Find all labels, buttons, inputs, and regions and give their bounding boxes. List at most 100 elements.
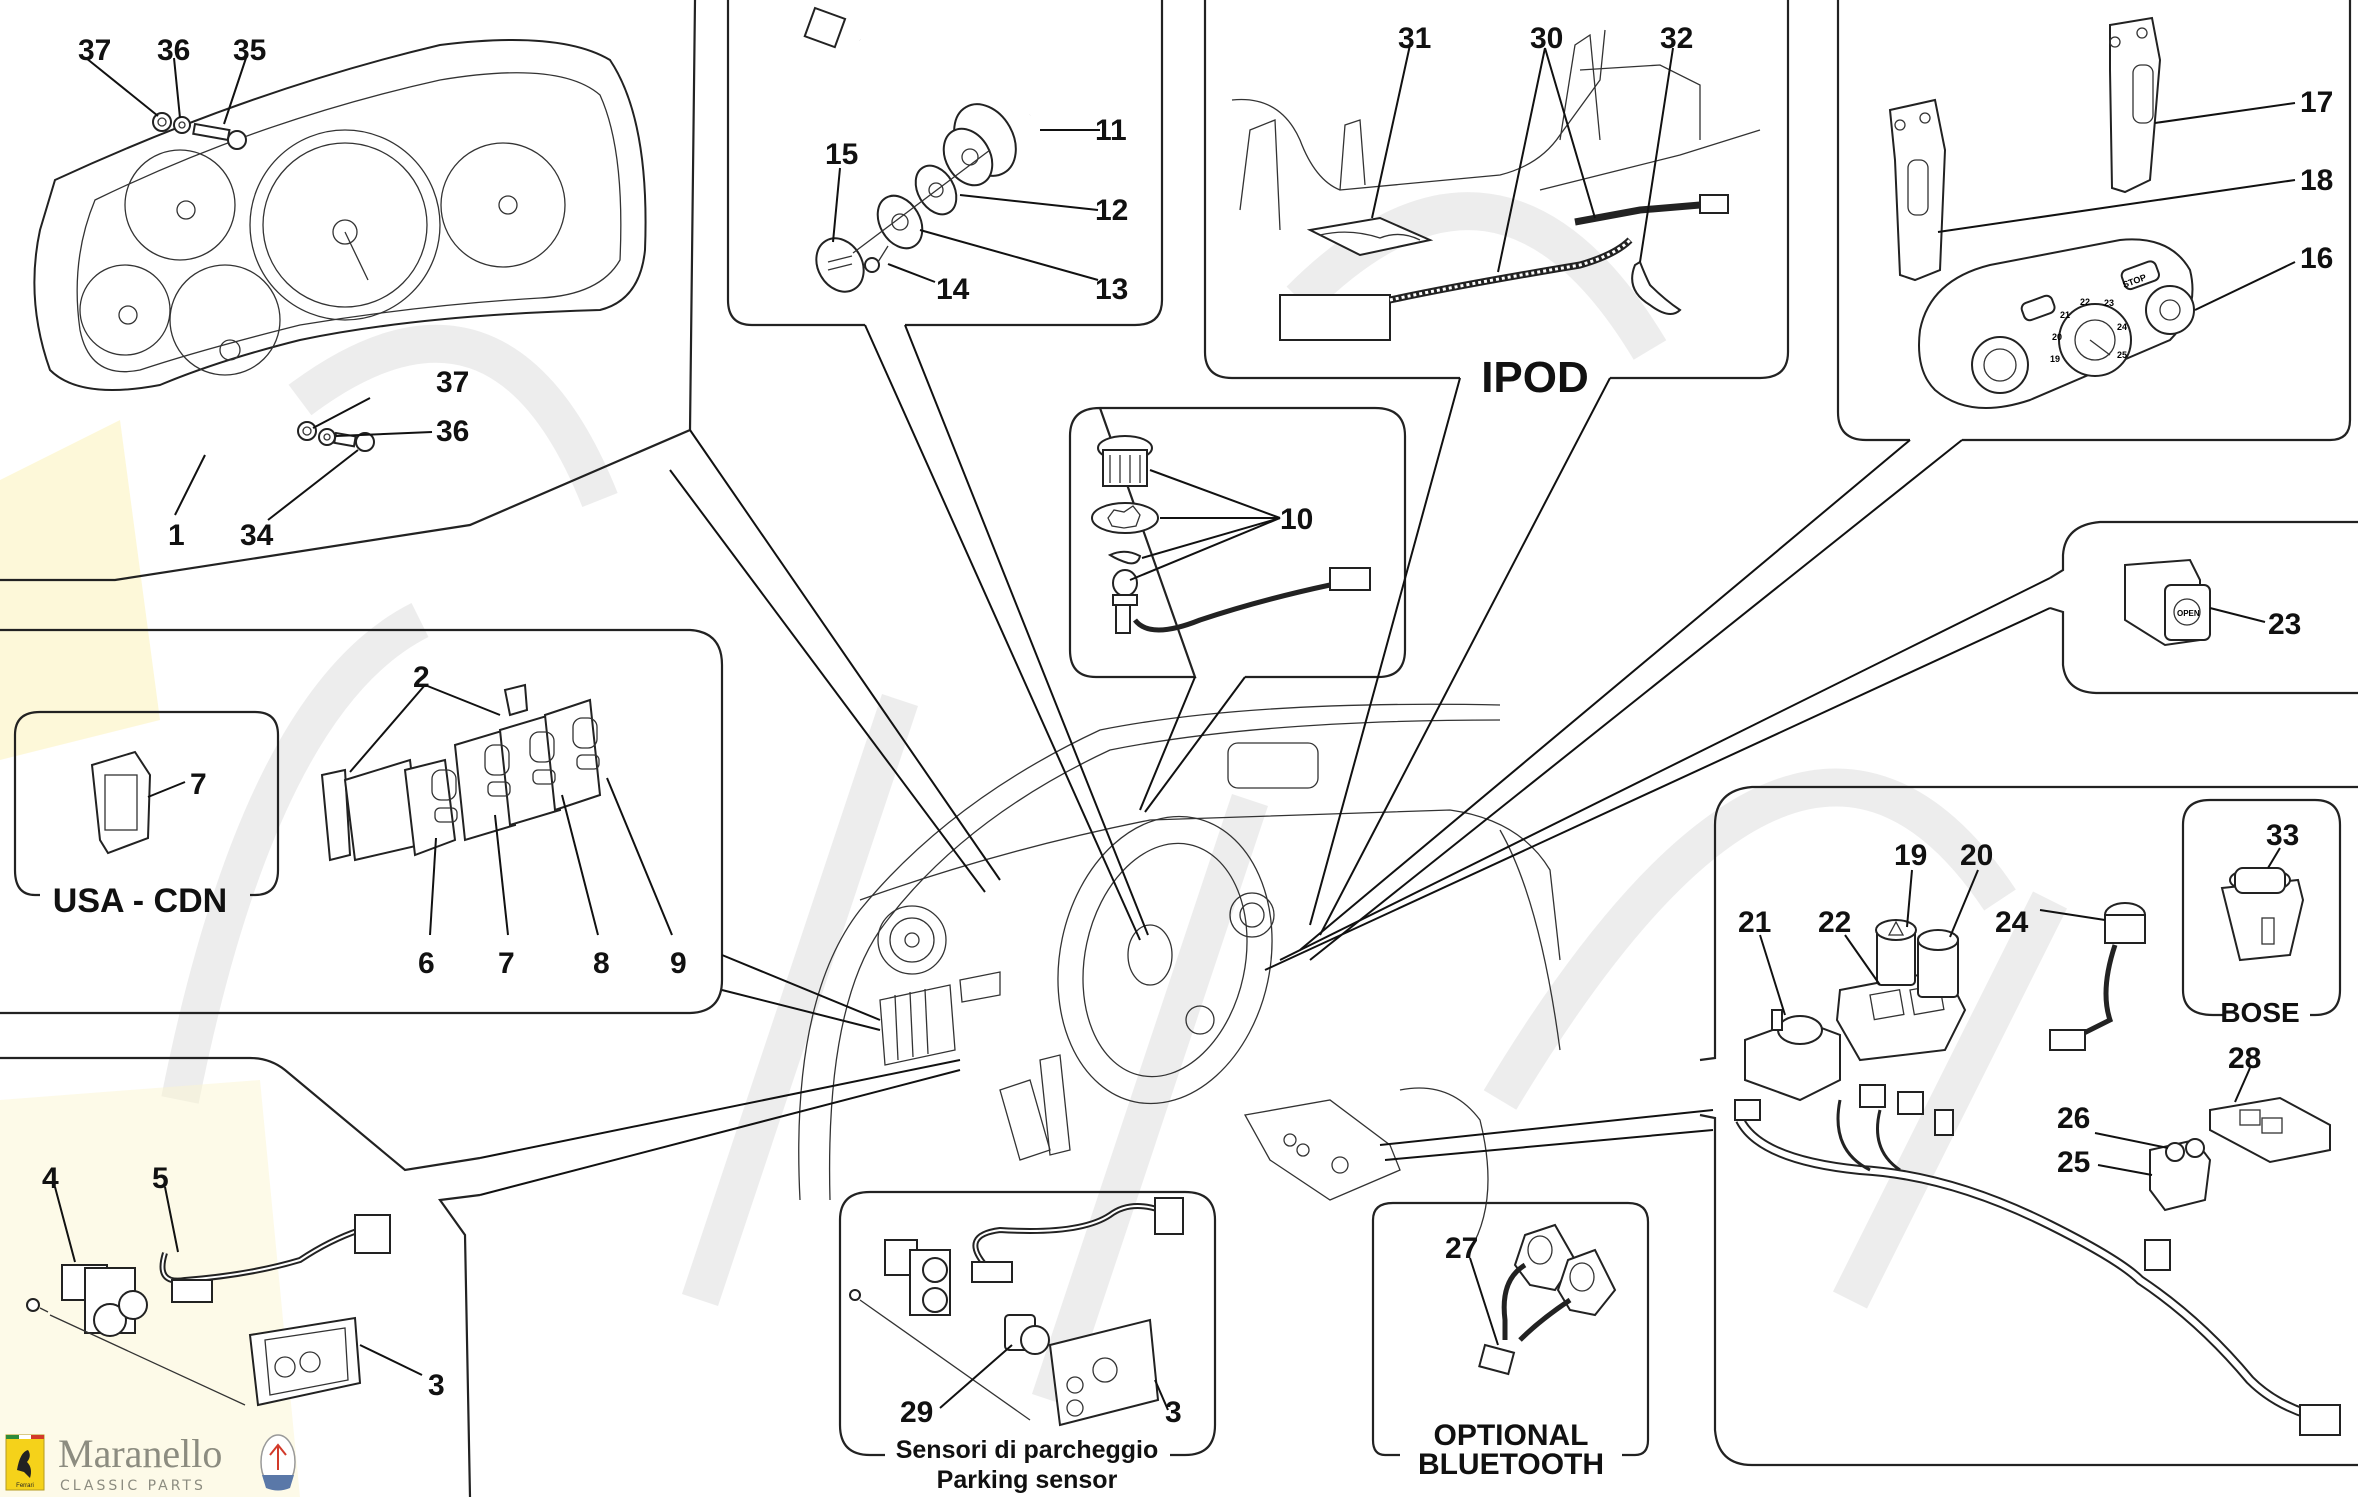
callout-29[interactable]: 29 xyxy=(900,1396,933,1429)
panel-hvac: STOP 22 21 23 24 25 20 19 17 18 16 xyxy=(1836,0,2352,442)
callout-4[interactable]: 4 xyxy=(42,1162,59,1195)
usa-cdn-switch-part-7[interactable] xyxy=(90,750,152,855)
dash-frame-illustration xyxy=(1231,29,1761,231)
ignition-switch-part[interactable] xyxy=(803,6,1067,194)
parking-bezel-part-3[interactable] xyxy=(1048,1318,1160,1427)
ipod-pad-part-31[interactable] xyxy=(1306,216,1434,257)
callout-17[interactable]: 17 xyxy=(2300,86,2333,119)
lamp-bulb-part[interactable] xyxy=(1112,567,1371,634)
panel-parking-sensor-center: 29 3 Sensori di parcheggio Parking senso… xyxy=(838,1190,1217,1494)
callout-27[interactable]: 27 xyxy=(1445,1232,1478,1265)
brand-name: Maranello xyxy=(58,1431,222,1476)
callout-34[interactable]: 34 xyxy=(240,519,274,552)
lamp-clip-part[interactable] xyxy=(1107,550,1142,565)
callout-16[interactable]: 16 xyxy=(2300,242,2333,275)
callout-3-center[interactable]: 3 xyxy=(1165,1396,1182,1429)
mirror-switch-part-21[interactable] xyxy=(1744,1009,1841,1102)
callout-7-usa-cdn[interactable]: 7 xyxy=(190,768,207,801)
switch-part-25-26[interactable] xyxy=(2149,1138,2212,1212)
callout-33[interactable]: 33 xyxy=(2266,819,2299,852)
brand-logo: Ferrari Maranello CLASSIC PARTS xyxy=(5,1431,296,1494)
callout-25[interactable]: 25 xyxy=(2057,1146,2090,1179)
wiring-harness xyxy=(1734,1084,2341,1436)
leader-lines xyxy=(479,324,2051,1196)
ferrari-badge-text: Ferrari xyxy=(16,1483,34,1489)
sensor-harness-part-5[interactable] xyxy=(159,1214,391,1303)
caption-parking-italian: Sensori di parcheggio xyxy=(896,1436,1159,1464)
callout-35[interactable]: 35 xyxy=(233,34,266,67)
caption-bose: BOSE xyxy=(2220,997,2299,1028)
sensor-module-part-4[interactable] xyxy=(61,1264,148,1337)
cap-part-15[interactable] xyxy=(807,230,873,300)
ipod-cable-part-30[interactable] xyxy=(1279,194,1729,341)
panel-ignition-switch: 11 12 13 14 15 xyxy=(726,0,1164,327)
callout-36-upper[interactable]: 36 xyxy=(157,34,190,67)
lamp-washer-part[interactable] xyxy=(1091,502,1159,534)
callout-9[interactable]: 9 xyxy=(670,947,687,980)
ipod-clip-part-32[interactable] xyxy=(1631,260,1682,315)
switch-part-18[interactable] xyxy=(1888,98,1947,282)
callout-14[interactable]: 14 xyxy=(936,273,970,306)
parking-module-part[interactable] xyxy=(849,1239,951,1316)
callout-5[interactable]: 5 xyxy=(152,1162,169,1195)
callout-6[interactable]: 6 xyxy=(418,947,435,980)
switch-part-17[interactable] xyxy=(2109,16,2162,194)
hvac-control-part-16[interactable]: STOP 22 21 23 24 25 20 19 xyxy=(1918,238,2195,409)
callout-28[interactable]: 28 xyxy=(2228,1042,2261,1075)
callout-20[interactable]: 20 xyxy=(1960,839,1993,872)
hvac-temp-20: 20 xyxy=(2052,332,2062,342)
light-switch-part-20[interactable] xyxy=(1917,929,1959,998)
brand-tagline: CLASSIC PARTS xyxy=(60,1478,206,1494)
callout-1[interactable]: 1 xyxy=(168,519,185,552)
open-switch-part-23[interactable]: OPEN xyxy=(2124,558,2211,647)
callout-23[interactable]: 23 xyxy=(2268,608,2301,641)
switch-bank-part-2[interactable] xyxy=(320,683,602,862)
dashboard-illustration xyxy=(798,703,1561,1251)
sensor-screw xyxy=(26,1298,49,1313)
callout-11[interactable]: 11 xyxy=(1095,114,1127,147)
screw-stack-lower xyxy=(297,421,375,452)
parking-sensor-part-29[interactable] xyxy=(1004,1314,1050,1355)
callout-32[interactable]: 32 xyxy=(1660,22,1693,55)
open-switch-label: OPEN xyxy=(2177,609,2200,618)
hvac-temp-24: 24 xyxy=(2117,322,2127,332)
callout-7[interactable]: 7 xyxy=(498,947,515,980)
callout-15[interactable]: 15 xyxy=(825,138,858,171)
hvac-temp-25: 25 xyxy=(2117,350,2127,360)
hazard-switch-part-19[interactable] xyxy=(1875,919,1917,986)
parking-harness xyxy=(971,1197,1184,1283)
callout-3-left[interactable]: 3 xyxy=(428,1369,445,1402)
callout-19[interactable]: 19 xyxy=(1894,839,1927,872)
panel-console-harness: 33 BOSE xyxy=(1699,785,2358,1467)
callout-37-upper[interactable]: 37 xyxy=(78,34,111,67)
sensor-bezel-part-3[interactable] xyxy=(248,1316,362,1407)
bose-switch-part-33[interactable] xyxy=(2220,867,2305,962)
callout-31[interactable]: 31 xyxy=(1398,22,1431,55)
tray-part-28[interactable] xyxy=(2209,1096,2331,1164)
panel-lamp: 10 xyxy=(1068,406,1407,679)
lamp-cap-part[interactable] xyxy=(1097,435,1153,487)
caption-bluetooth: BLUETOOTH xyxy=(1418,1448,1604,1481)
callout-36-lower[interactable]: 36 xyxy=(436,415,469,448)
callout-30[interactable]: 30 xyxy=(1530,22,1563,55)
callout-22[interactable]: 22 xyxy=(1818,906,1851,939)
callout-24[interactable]: 24 xyxy=(1995,906,2029,939)
hvac-temp-23: 23 xyxy=(2104,298,2114,308)
panel-switch-bank: 7 USA - CDN 2 6 7 8 9 xyxy=(0,628,724,1015)
screw-part-14[interactable] xyxy=(864,245,889,273)
instrument-cluster-part[interactable] xyxy=(33,39,647,391)
callout-8[interactable]: 8 xyxy=(593,947,610,980)
callout-18[interactable]: 18 xyxy=(2300,164,2333,197)
socket-part-24[interactable] xyxy=(2049,902,2146,1051)
callout-26[interactable]: 26 xyxy=(2057,1102,2090,1135)
caption-parking-english: Parking sensor xyxy=(937,1466,1118,1494)
callout-2[interactable]: 2 xyxy=(413,661,430,694)
callout-21[interactable]: 21 xyxy=(1738,906,1771,939)
callout-12[interactable]: 12 xyxy=(1095,194,1128,227)
hvac-temp-22: 22 xyxy=(2080,297,2090,307)
screw-stack-upper xyxy=(152,112,247,150)
bluetooth-module-part-27[interactable] xyxy=(1478,1223,1617,1376)
callout-13[interactable]: 13 xyxy=(1095,273,1128,306)
callout-10[interactable]: 10 xyxy=(1280,503,1313,536)
callout-37-lower[interactable]: 37 xyxy=(436,366,469,399)
